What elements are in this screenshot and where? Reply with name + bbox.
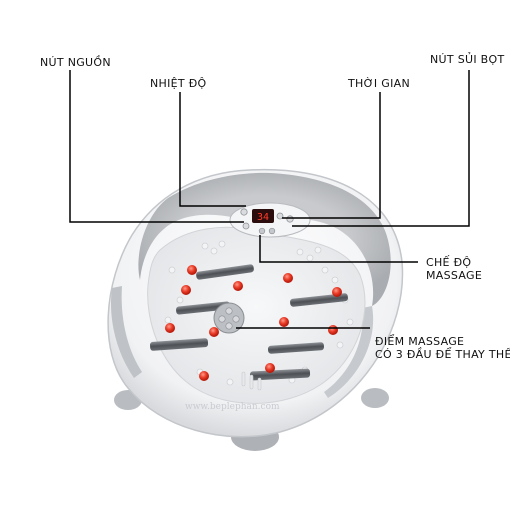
- watermark: www.beplephan.com: [185, 402, 280, 412]
- led-readout: 34: [257, 212, 269, 223]
- leader-power: [69, 70, 244, 223]
- roller-rod: [267, 342, 325, 354]
- label-massage-points: ĐIỂM MASSAGE CÓ 3 ĐẦU ĐỂ THAY THẾ: [375, 335, 510, 361]
- massage-head: [213, 302, 245, 334]
- leader-temperature: [179, 92, 246, 207]
- rollers-left: [149, 264, 254, 351]
- temperature-button[interactable]: [242, 222, 250, 230]
- led-display: [252, 209, 274, 223]
- roller-rod: [149, 338, 209, 351]
- power-button[interactable]: [240, 208, 248, 216]
- label-temperature: NHIỆT ĐỘ: [150, 77, 207, 90]
- leader-lines: [69, 70, 470, 329]
- bubble-button[interactable]: [286, 215, 294, 223]
- massage-mode-button-2[interactable]: [268, 227, 276, 235]
- massage-head-nubs: [218, 307, 240, 330]
- left-handle: [110, 286, 142, 378]
- label-power-button: NÚT NGUỒN: [40, 56, 111, 69]
- label-massage-mode: CHẾ ĐỘ MASSAGE: [426, 256, 482, 282]
- massage-mode-button-1[interactable]: [258, 227, 266, 235]
- basin-nubs: [164, 240, 354, 386]
- leader-time: [282, 92, 381, 219]
- label-massage-points-line2: CÓ 3 ĐẦU ĐỂ THAY THẾ: [375, 348, 510, 361]
- label-massage-mode-line1: CHẾ ĐỘ: [426, 256, 472, 269]
- right-rim: [324, 306, 374, 398]
- roller-rod: [176, 301, 230, 315]
- roller-rod: [290, 293, 348, 307]
- bubble-jets: [241, 371, 262, 391]
- label-massage-points-line1: ĐIỂM MASSAGE: [375, 335, 465, 348]
- leader-bubble: [292, 70, 470, 227]
- rollers-right: [249, 293, 348, 381]
- time-button[interactable]: [276, 212, 284, 220]
- label-bubble-button: NÚT SỦI BỌT: [430, 53, 505, 66]
- roller-rod: [196, 264, 254, 280]
- roller-rod: [249, 368, 311, 381]
- label-massage-mode-line2: MASSAGE: [426, 269, 483, 282]
- foot-right: [361, 388, 389, 408]
- label-time: THỜI GIAN: [348, 77, 410, 90]
- leader-massage-mode: [259, 235, 418, 263]
